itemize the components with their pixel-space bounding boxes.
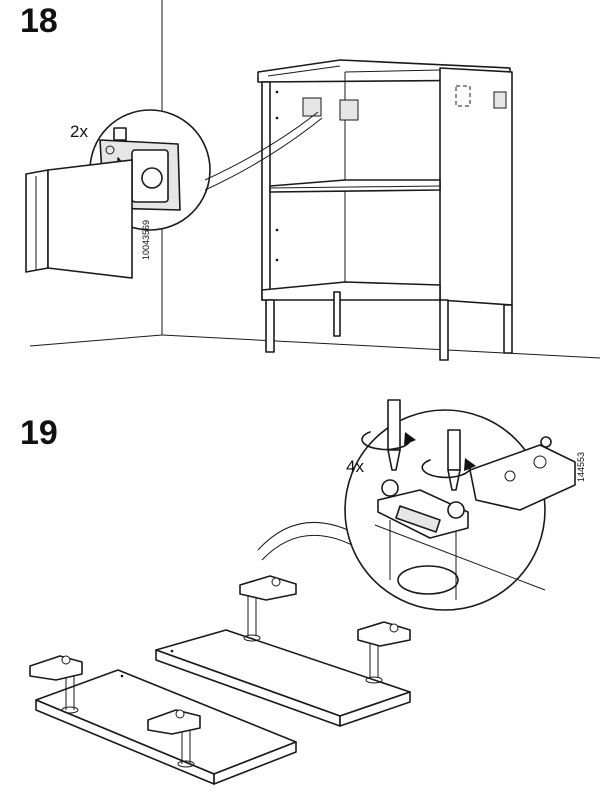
shelf-holes (275, 90, 279, 262)
quantity-label: 4x (346, 457, 364, 476)
cabinet-hinge-icon (377, 436, 576, 600)
cabinet-hinge-icon (29, 655, 83, 710)
part-code: 10043569 (141, 220, 151, 260)
cabinet-hinge-icon (147, 709, 201, 764)
screwdriver-icon (421, 429, 476, 491)
quantity-label: 2x (70, 122, 88, 141)
step-19: 19 (20, 399, 586, 785)
step-number: 19 (20, 414, 58, 452)
screwdriver-icon (361, 399, 416, 471)
cabinet-hinge-icon (239, 575, 297, 636)
door-panel (155, 629, 411, 727)
step-18: 18 (20, 0, 601, 361)
step-number: 18 (20, 2, 58, 40)
cabinet-hinge-icon (357, 621, 411, 678)
end-panel (25, 159, 133, 279)
cabinet-frame (257, 59, 513, 361)
part-code: 144553 (576, 452, 586, 482)
